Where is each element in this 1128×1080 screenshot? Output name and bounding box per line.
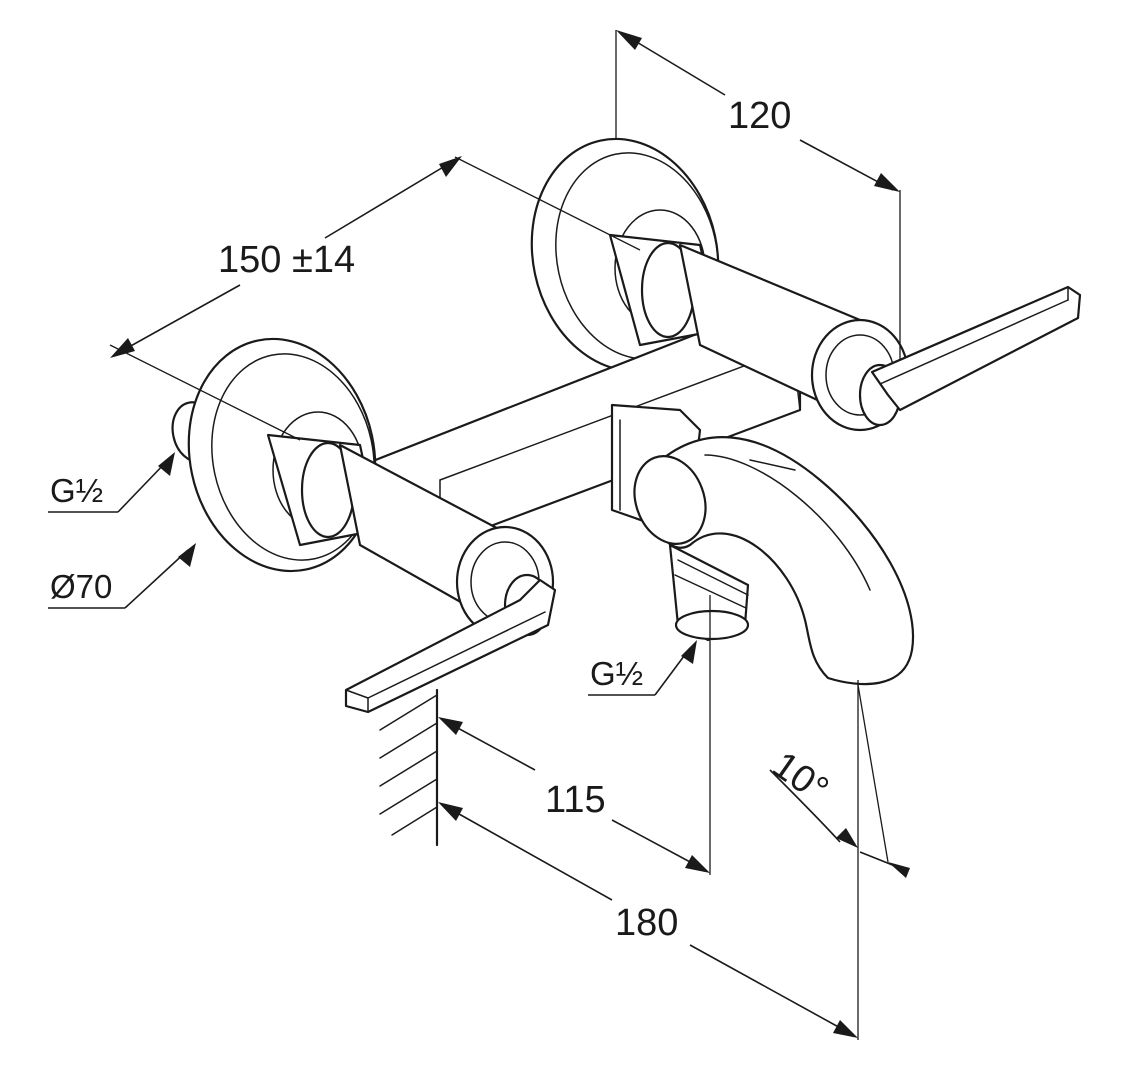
dimension-120-label: 120 (728, 95, 791, 137)
callout-inlet-thread: G½ (48, 452, 175, 513)
spout (610, 403, 915, 686)
callout-inlet-thread-label: G½ (50, 472, 103, 509)
dimension-115-label: 115 (545, 779, 606, 821)
callout-outlet-thread: G½ (588, 640, 697, 696)
dimension-180: 180 (438, 802, 858, 1038)
dimension-angle-label: 10° (765, 744, 836, 811)
dimension-150: 150 ±14 (110, 156, 462, 358)
right-valve (608, 233, 910, 432)
callout-rosette-diameter-label: Ø70 (50, 568, 112, 605)
wall-hatching (379, 688, 439, 847)
right-lever-handle (870, 285, 1082, 412)
callout-rosette-diameter: Ø70 (48, 543, 196, 609)
extension-lines (109, 30, 901, 1040)
dimension-150-label: 150 ±14 (218, 239, 355, 281)
dimension-120: 120 (616, 30, 900, 192)
dimension-angle: 10° (765, 744, 910, 878)
dimension-180-label: 180 (615, 902, 678, 944)
dimension-115: 115 (438, 717, 710, 873)
callout-outlet-thread-label: G½ (590, 655, 643, 692)
left-lever-handle (344, 578, 557, 714)
